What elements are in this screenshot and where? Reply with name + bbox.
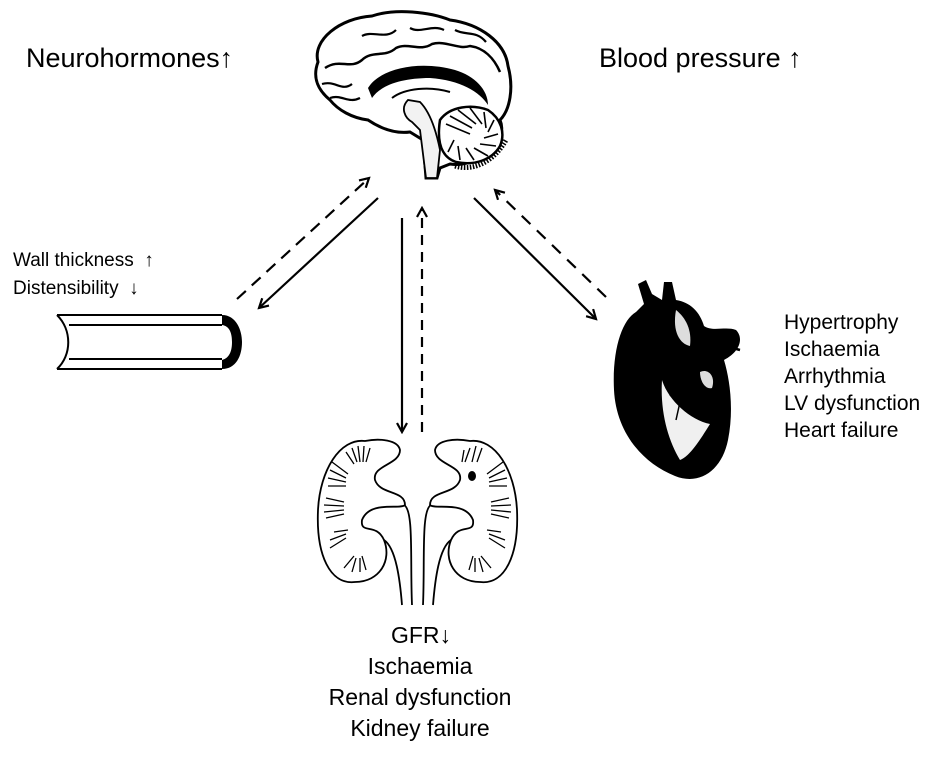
- kidney-effect-item: Kidney failure: [350, 715, 490, 741]
- wall-thickness-label: Wall thickness ↑: [13, 251, 154, 270]
- distensibility-label: Distensibility ↓: [13, 279, 139, 298]
- cerebellum: [437, 105, 504, 165]
- down-arrow-icon: ↓: [129, 278, 139, 299]
- arrows: [236, 178, 607, 432]
- kidney-effects-list: GFR↓ Ischaemia Renal dysfunction Kidney …: [300, 620, 540, 744]
- wall-thickness-text: Wall thickness: [13, 250, 134, 271]
- blood-pressure-label: Blood pressure ↑: [599, 45, 802, 72]
- corpus-callosum: [368, 65, 488, 105]
- heart-effect-item: LV dysfunction: [784, 392, 921, 415]
- dashed-arrow-heart-to-brain: [495, 190, 607, 298]
- down-arrow-icon: ↓: [439, 622, 452, 648]
- neurohormones-label: Neurohormones↑: [26, 45, 233, 72]
- heart-effect-item: Arrhythmia: [784, 365, 886, 388]
- blood-vessel-illustration: [56, 314, 242, 370]
- up-arrow-icon: ↑: [219, 43, 234, 73]
- blood-pressure-text: Blood pressure: [599, 43, 781, 73]
- up-arrow-icon: ↑: [144, 250, 154, 271]
- gfr-label: GFR↓: [300, 620, 540, 651]
- heart-effects-list: Hypertrophy Ischaemia Arrhythmia LV dysf…: [784, 309, 920, 444]
- right-kidney: [429, 438, 519, 583]
- dashed-arrow-vessel-to-brain: [236, 178, 369, 300]
- heart-effect-item: Hypertrophy: [784, 311, 899, 334]
- neurohormones-text: Neurohormones: [26, 43, 220, 73]
- kidney-effect-item: Ischaemia: [367, 653, 473, 679]
- heart-effect-item: Ischaemia: [784, 338, 880, 361]
- brainstem: [403, 99, 441, 179]
- solid-arrow-brain-to-heart: [473, 197, 596, 319]
- brain-illustration: [314, 10, 513, 180]
- heart-illustration: [613, 280, 741, 479]
- heart-effect-item: Heart failure: [784, 419, 899, 442]
- kidneys-illustration: [316, 438, 519, 606]
- up-arrow-icon: ↑: [788, 43, 802, 73]
- gfr-text: GFR: [390, 622, 440, 648]
- distensibility-text: Distensibility: [13, 278, 119, 299]
- kidney-effect-item: Renal dysfunction: [328, 684, 512, 710]
- left-kidney: [316, 438, 406, 583]
- solid-arrow-brain-to-vessel: [259, 197, 379, 308]
